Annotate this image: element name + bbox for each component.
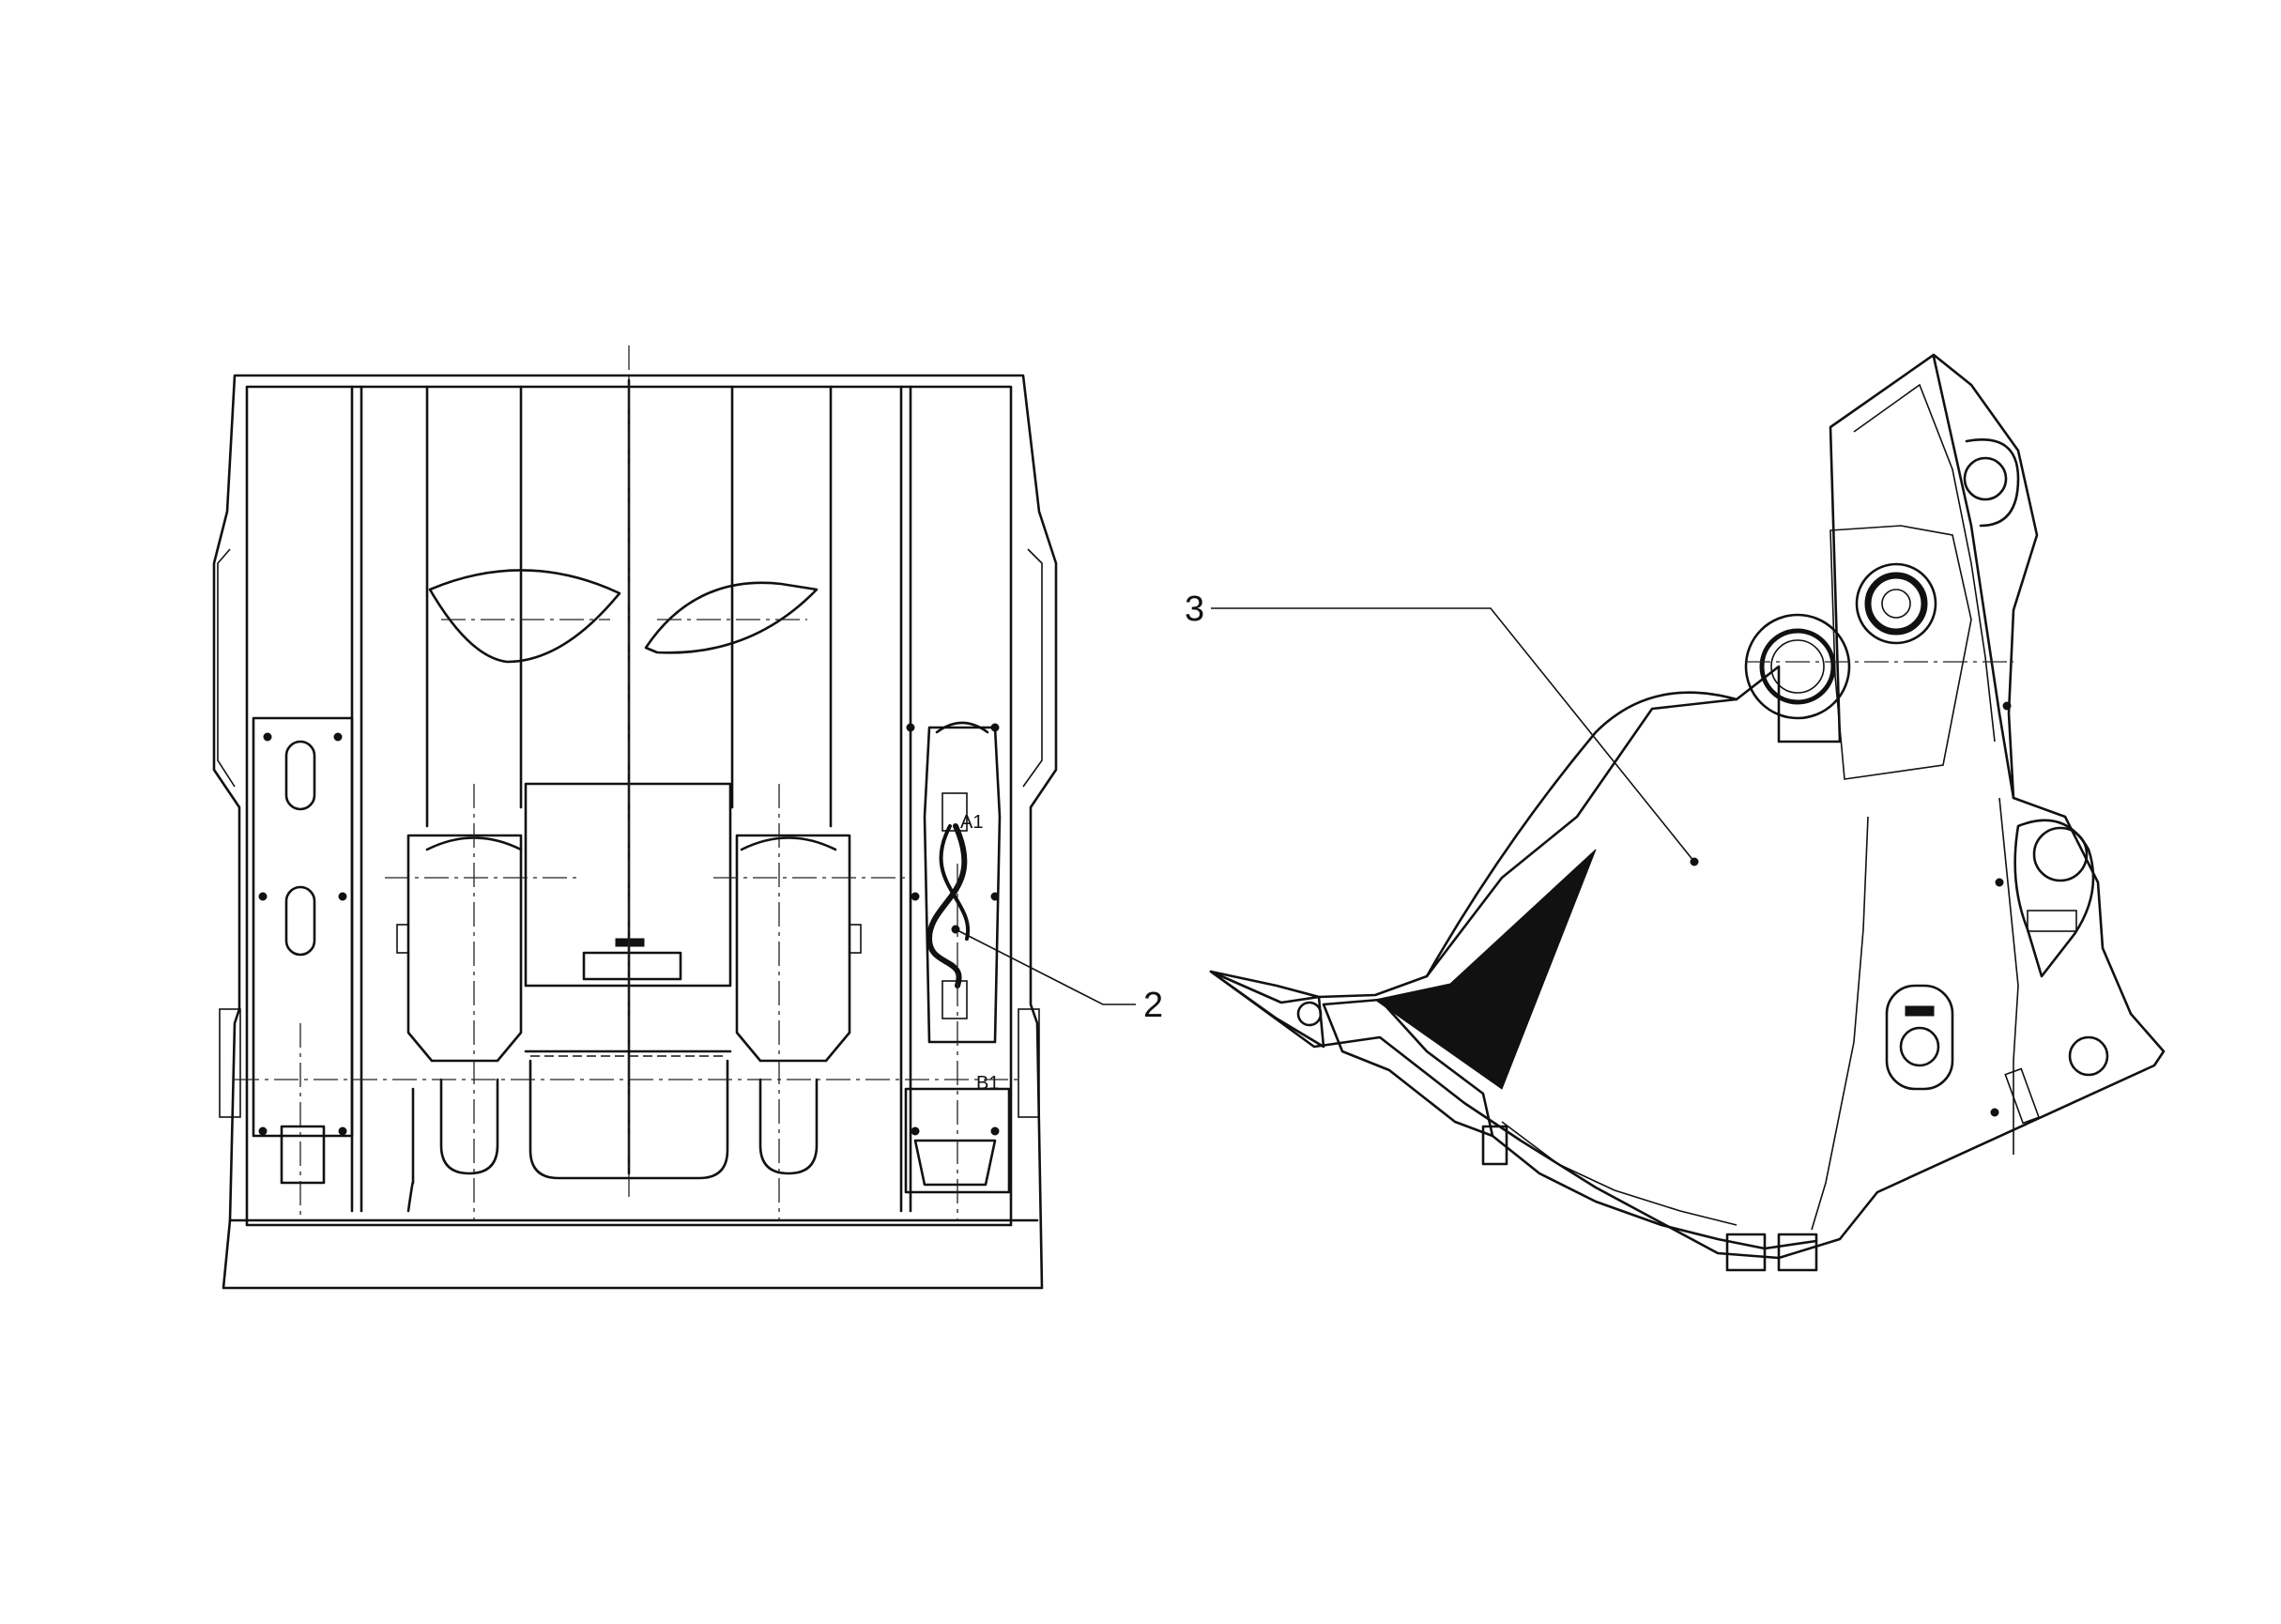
lower-pin-boss-inner [1770,639,1825,694]
left-hanger-lug [396,924,409,954]
lower-rear-lug-pin [1905,1005,1935,1017]
arm-inner-line [1853,383,1996,743]
side-pivot-hole [2032,826,2089,882]
bucket-side-view: 3 [1185,353,2166,1272]
lower-rear-lug-hole [1899,1026,1940,1067]
u-channel-1 [439,1078,499,1175]
left-lower-block [280,1125,326,1185]
side-pivot-boss [2013,819,2095,978]
left-lower-lug [219,1008,241,1118]
side-dot-2 [1995,878,2004,887]
right-lens-cutout [644,581,819,654]
central-pad [582,951,682,981]
callout-3-label: 3 [1185,590,1204,629]
right-cylinder-housing [923,726,1002,1044]
left-slot-plate [252,716,354,1138]
u-channel-3 [758,1078,819,1175]
arm-back-edge [1932,355,2015,800]
right-lower-trap [913,1139,997,1187]
rear-small-slot [2004,1067,2041,1125]
coupler-plate [1829,525,1972,780]
side-web-line-2 [1998,797,2019,1155]
rear-small-hole [2068,1035,2109,1077]
side-web-line [1811,816,1869,1231]
ripper-tooth-pin [1296,1001,1323,1027]
upper-slot [284,740,316,811]
side-main-outline [1209,353,2166,1260]
front-bolt-dots [258,723,1000,1136]
central-bracket [524,782,732,988]
heel-block-2 [1777,1233,1818,1272]
lower-slot [284,885,316,957]
hydraulic-hose-b [939,824,971,941]
side-dot-3 [1990,1108,1999,1117]
port-a1-label: A1 [960,812,983,833]
callout-3-leader [1211,607,1695,863]
u-channel-left-outer [406,1087,415,1213]
bottom-lip-inner [1501,1121,1738,1226]
port-b1-label: B1 [976,1073,999,1094]
right-lower-base [904,1087,1011,1194]
callout-2-leader [955,928,1136,1005]
side-pivot-slot [2027,910,2077,932]
adapter-wear-block [1481,1125,1508,1166]
callout-2-label: 2 [1143,986,1163,1025]
front-inner-frame [245,385,1013,1227]
top-lug-hole [1963,456,2008,501]
upper-pin-boss-outer [1855,562,1937,645]
upper-pin-boss-inner [1881,589,1911,619]
left-ear [217,548,236,788]
heel-block-1 [1725,1233,1767,1272]
side-back-curve [1425,691,1738,978]
lower-rear-lug [1885,984,1954,1091]
cylinder-lower-fitting [941,980,968,1019]
left-hanger [406,834,523,1063]
ripper-tooth [1209,970,1325,1049]
lower-pin-boss-mid [1759,628,1836,705]
bucket-dark-side [1373,849,1597,1090]
front-outer-outline [212,374,1058,1290]
arm-lug-circle [1965,438,2020,528]
right-lower-lug [1018,1008,1040,1118]
bucket-front-view: A1 B1 2 [212,345,1163,1290]
upper-pin-boss-mid [1864,572,1928,636]
lower-pin-boss-outer [1744,613,1851,720]
right-hanger-lug [849,924,862,954]
side-dot-1 [2002,701,2012,711]
hydraulic-hose-a [926,823,968,988]
right-hanger-arc [740,836,837,851]
right-hanger [735,834,851,1063]
central-pin [615,938,645,947]
right-ear [1022,548,1043,788]
right-cylinder-cap [935,721,989,734]
left-lens-cutout [428,569,621,664]
